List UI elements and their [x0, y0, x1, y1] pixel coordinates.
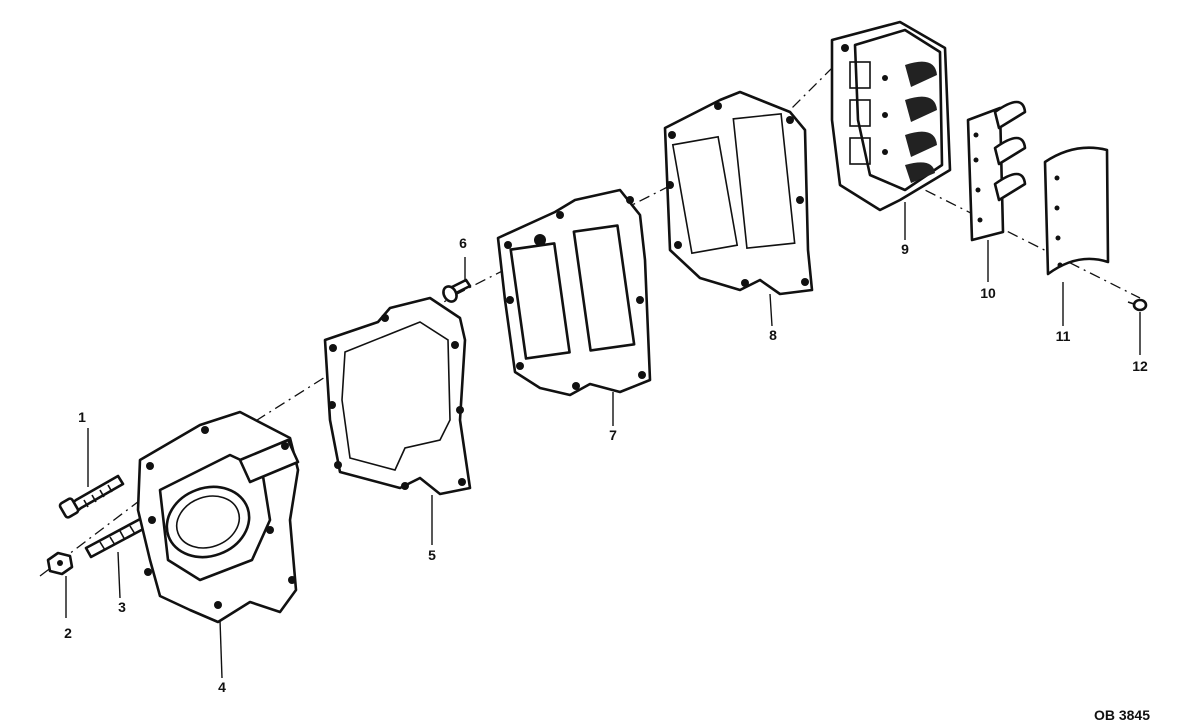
part-8-gasket	[663, 90, 814, 296]
callout-10: 10	[980, 285, 996, 301]
callout-labels: 1 2 3 4 5 6 7 8 9 10 11 12	[64, 235, 1148, 695]
part-6-screw	[442, 278, 472, 303]
callout-4: 4	[218, 679, 226, 695]
callout-3: 3	[118, 599, 126, 615]
part-5-gasket	[323, 296, 472, 496]
callout-9: 9	[901, 241, 909, 257]
callout-7: 7	[609, 427, 617, 443]
callout-11: 11	[1056, 328, 1071, 344]
callout-8: 8	[769, 327, 777, 343]
leader-lines	[65, 202, 1141, 679]
part-4-adapter-housing	[136, 410, 300, 624]
part-1-bolt	[58, 474, 125, 519]
part-2-nut	[46, 551, 74, 576]
callout-5: 5	[428, 547, 436, 563]
callout-12: 12	[1132, 358, 1148, 374]
callout-6: 6	[459, 235, 467, 251]
callout-2: 2	[64, 625, 72, 641]
part-3-stud	[84, 516, 149, 559]
part-7-reed-plate	[496, 188, 652, 397]
part-10-reed-petals	[966, 100, 1027, 242]
part-9-reed-housing	[830, 20, 952, 212]
part-12-screw	[1127, 298, 1148, 312]
part-11-reed-stop	[1043, 146, 1110, 276]
drawing-code: OB 3845	[1094, 707, 1150, 723]
callout-1: 1	[78, 409, 86, 425]
